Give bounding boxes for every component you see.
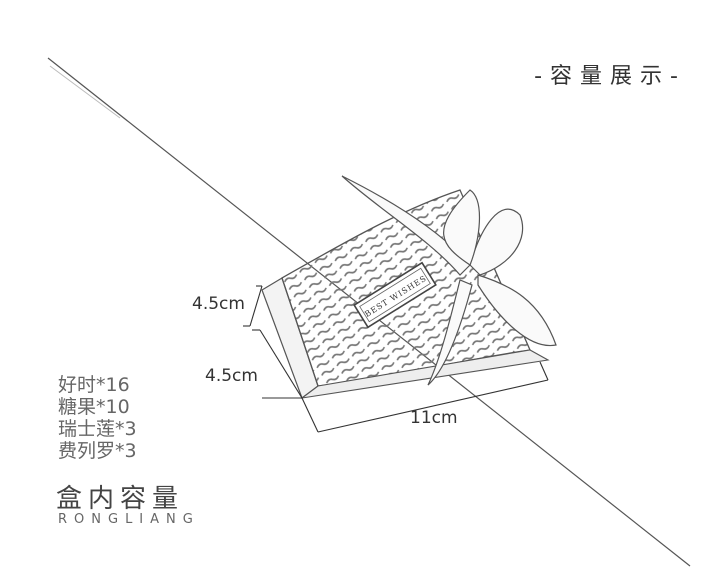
dimension-label-top: 4.5cm bbox=[192, 294, 245, 314]
contents-item: 瑞士莲*3 bbox=[58, 418, 137, 440]
backdrop-diagonal-line-faint bbox=[49, 65, 121, 119]
dimension-label-side: 4.5cm bbox=[205, 366, 258, 386]
ribbon-bow bbox=[341, 175, 557, 386]
dimension-lines bbox=[243, 285, 549, 433]
contents-item: 费列罗*3 bbox=[58, 440, 137, 462]
box-front-edge bbox=[301, 349, 550, 399]
dimension-label-length: 11cm bbox=[410, 408, 458, 428]
contents-list: 好时*16 糖果*10 瑞士莲*3 费列罗*3 bbox=[58, 374, 137, 462]
contents-subheading: RONGLIANG bbox=[58, 512, 200, 527]
contents-item: 糖果*10 bbox=[58, 396, 130, 418]
page-title: -容量展示- bbox=[534, 64, 686, 89]
contents-item: 好时*16 bbox=[58, 374, 130, 396]
contents-heading: 盒内容量 bbox=[56, 484, 185, 514]
